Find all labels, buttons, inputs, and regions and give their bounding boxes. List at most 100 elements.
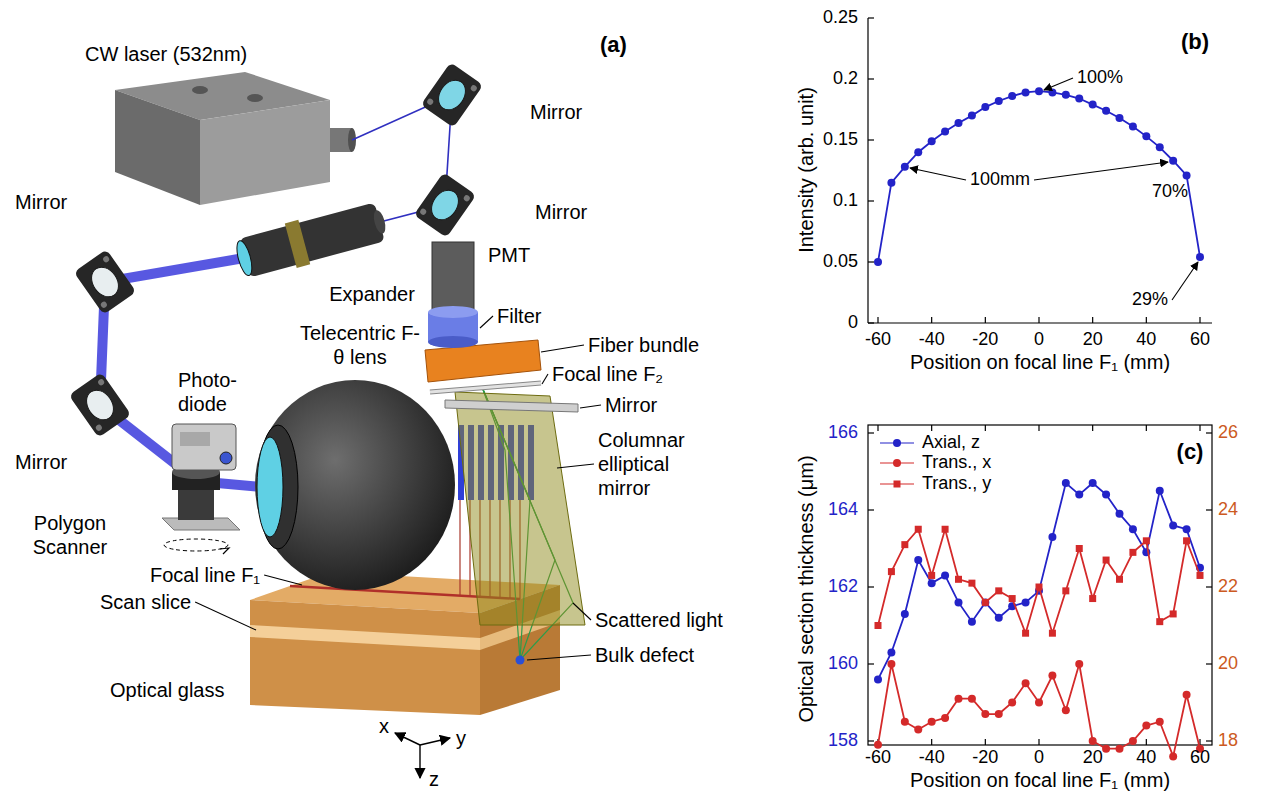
- tick-label: -60: [865, 329, 891, 351]
- mirror-mount: [414, 172, 477, 238]
- tick-label: 40: [1136, 329, 1156, 351]
- annotation: 100mm: [970, 169, 1030, 191]
- tick-mark: [1038, 425, 1039, 431]
- data-marker: [1156, 143, 1164, 151]
- data-marker: [995, 710, 1003, 718]
- mirror-mount: [470, 84, 478, 92]
- tick-label: -60: [865, 747, 891, 769]
- data-marker: [1183, 171, 1191, 179]
- data-marker: [1143, 537, 1150, 544]
- data-marker: [901, 610, 909, 618]
- tick-mark: [868, 586, 874, 587]
- tick-label: 0: [848, 312, 858, 334]
- mirror-mount: [421, 62, 484, 128]
- tick-label: 0.1: [833, 190, 858, 212]
- tick-mark: [1199, 425, 1200, 431]
- tick-mark: [1206, 432, 1212, 433]
- laser-body: [115, 90, 200, 205]
- axis-name: z: [429, 767, 439, 791]
- polygon-scanner: [162, 465, 240, 554]
- mirror-mount: [414, 172, 477, 238]
- tick-mark: [1206, 740, 1212, 741]
- data-marker: [1048, 533, 1056, 541]
- data-marker: [1036, 584, 1043, 591]
- part-label: Fiber bundle: [588, 333, 699, 357]
- tick-label: -20: [972, 329, 998, 351]
- tick-mark: [868, 261, 874, 262]
- fold-mirror: [445, 400, 578, 412]
- tick-mark: [1146, 425, 1147, 431]
- data-marker: [928, 579, 936, 587]
- trans-y-curve: [878, 529, 1200, 633]
- tick-mark: [868, 509, 874, 510]
- part-label: Photo- diode: [178, 368, 250, 416]
- data-marker: [914, 148, 922, 156]
- photodiode: [180, 432, 210, 446]
- data-marker: [1116, 576, 1123, 583]
- leader-line: [557, 464, 594, 468]
- tick-label: 26: [1218, 422, 1238, 444]
- polygon-scanner: [220, 548, 229, 554]
- axis-name: y: [456, 726, 466, 750]
- data-marker: [1022, 598, 1030, 606]
- tick-label: -20: [972, 747, 998, 769]
- data-marker: [1062, 91, 1070, 99]
- tick-label: 0.05: [823, 251, 858, 273]
- leader-line: [195, 602, 256, 630]
- data-marker: [1075, 95, 1083, 103]
- data-marker: [1089, 595, 1096, 602]
- data-marker: [1156, 718, 1164, 726]
- pmt: [432, 242, 474, 312]
- data-marker: [1183, 525, 1191, 533]
- mirror-mount: [102, 255, 110, 263]
- coordinate-axes: [395, 733, 420, 745]
- data-marker: [1008, 92, 1016, 100]
- data-marker: [968, 580, 975, 587]
- data-marker: [874, 675, 882, 683]
- data-marker: [1048, 88, 1056, 96]
- tick-label: -40: [919, 747, 945, 769]
- data-marker: [1116, 510, 1124, 518]
- mirror-mount: [69, 372, 132, 438]
- data-marker: [901, 163, 909, 171]
- tick-mark: [1146, 739, 1147, 745]
- data-marker: [1022, 88, 1030, 96]
- tick-mark: [877, 425, 878, 431]
- data-marker: [942, 526, 949, 533]
- mirror-mount: [74, 249, 137, 315]
- mirror-mount: [97, 378, 105, 386]
- data-marker: [1022, 679, 1030, 687]
- data-marker: [1169, 157, 1177, 165]
- tick-label: 20: [1083, 329, 1103, 351]
- part-label: Mirror: [605, 393, 657, 417]
- leader-line: [580, 405, 601, 408]
- mirror-mount: [433, 75, 471, 115]
- data-marker: [981, 598, 989, 606]
- leader-line: [1172, 262, 1198, 300]
- data-marker: [995, 587, 1002, 594]
- data-marker: [914, 556, 922, 564]
- leader-line: [1044, 78, 1073, 90]
- polygon-scanner: [164, 539, 228, 551]
- data-marker: [1089, 101, 1097, 109]
- bulk-defect: [516, 656, 525, 665]
- mirror-mount: [86, 262, 124, 302]
- data-marker: [1062, 706, 1070, 714]
- data-marker: [1156, 487, 1164, 495]
- elliptical-mirror: [455, 392, 585, 625]
- tick-label: 60: [1190, 329, 1210, 351]
- tick-mark: [1199, 317, 1200, 323]
- data-marker: [968, 695, 976, 703]
- mirror-mount: [74, 249, 137, 315]
- tick-label: 0.25: [823, 7, 858, 29]
- data-marker: [1075, 491, 1083, 499]
- axis-title: Optical section thickness (μm): [794, 455, 818, 722]
- tick-mark: [1038, 739, 1039, 745]
- data-marker: [1089, 737, 1097, 745]
- tick-mark: [1206, 586, 1212, 587]
- tick-mark: [1146, 317, 1147, 323]
- part-label: CW laser (532nm): [85, 42, 247, 66]
- data-marker: [1129, 549, 1136, 556]
- data-marker: [887, 648, 895, 656]
- axis-name: x: [379, 714, 389, 738]
